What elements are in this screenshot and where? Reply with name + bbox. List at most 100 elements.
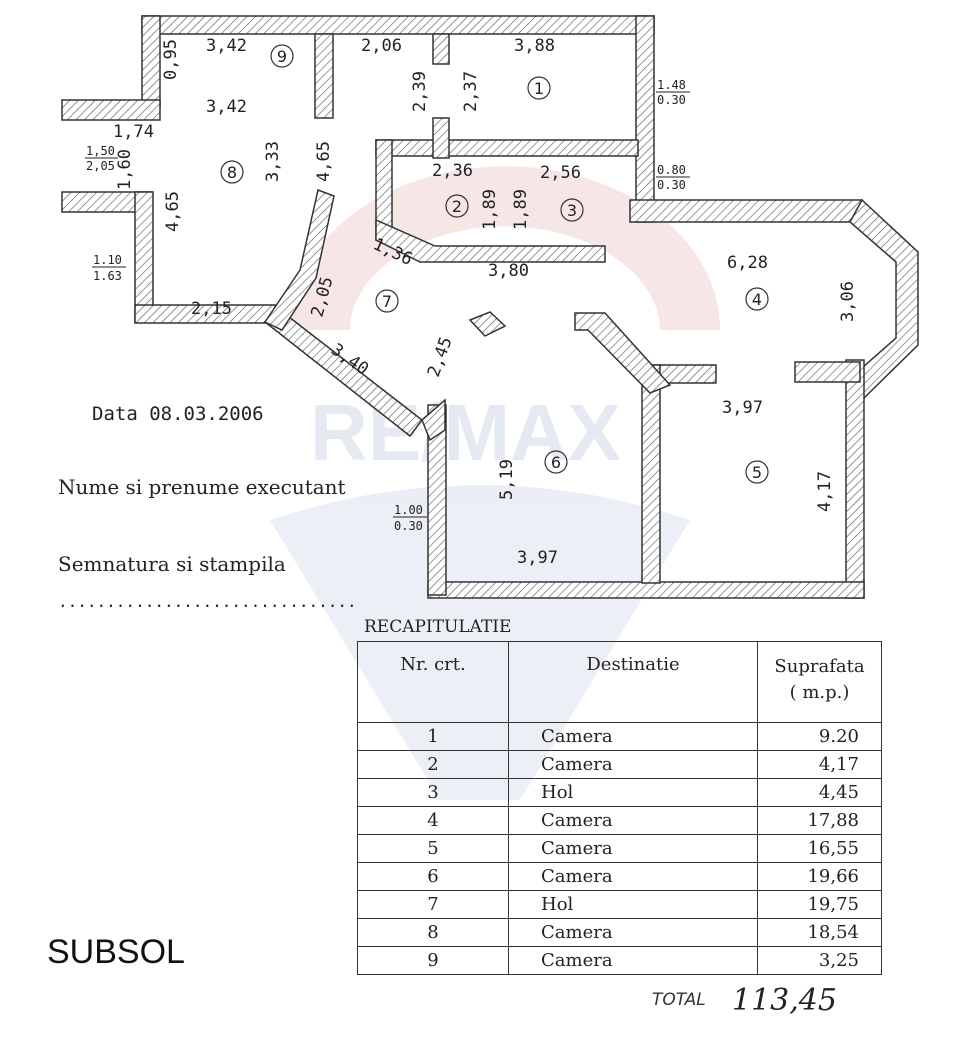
row-nr: 9 xyxy=(357,946,509,975)
svg-text:RE/MAX: RE/MAX xyxy=(310,388,621,477)
row-destination: Camera xyxy=(508,946,758,975)
dim-label: 3,80 xyxy=(488,261,529,281)
header-area: Suprafata ( m.p.) xyxy=(757,641,882,723)
dim-label: 3,42 xyxy=(206,36,247,56)
row-nr: 4 xyxy=(357,806,509,835)
opening-bottom: 2,05 xyxy=(86,159,115,173)
dim-label: 3,42 xyxy=(206,97,247,117)
dim-label: 3,97 xyxy=(722,398,763,418)
row-nr: 8 xyxy=(357,918,509,947)
row-destination: Camera xyxy=(508,750,758,779)
table-header-row: Nr. crt. Destinatie Suprafata ( m.p.) xyxy=(357,641,882,723)
dim-label: 2,36 xyxy=(432,161,473,181)
opening-bottom: 0.30 xyxy=(657,93,686,107)
dim-label: 0,95 xyxy=(161,39,181,80)
row-area: 19,66 xyxy=(757,862,882,891)
row-area: 3,25 xyxy=(757,946,882,975)
row-destination: Hol xyxy=(508,778,758,807)
dim-label: 2,15 xyxy=(191,299,232,319)
header-destination: Destinatie xyxy=(508,641,758,723)
row-nr: 5 xyxy=(357,834,509,863)
opening-top: 1.00 xyxy=(394,503,423,517)
row-area: 17,88 xyxy=(757,806,882,835)
recap-title: RECAPITULATIE xyxy=(364,617,512,637)
signature-line: ............................... xyxy=(58,592,357,611)
dim-label: 1,60 xyxy=(115,149,135,190)
opening-bottom: 0.30 xyxy=(657,178,686,192)
row-destination: Camera xyxy=(508,722,758,751)
room-1-number: 1 xyxy=(534,79,544,98)
dim-label: 1,89 xyxy=(480,189,500,230)
dim-label: 2,56 xyxy=(540,163,581,183)
row-nr: 2 xyxy=(357,750,509,779)
dim-label: 1,74 xyxy=(113,122,154,142)
floor-label: SUBSOL xyxy=(47,933,185,971)
opening-top: 1.48 xyxy=(657,78,686,92)
total-value: 113,45 xyxy=(732,983,837,1018)
room-7-number: 7 xyxy=(382,292,392,311)
room-3-number: 3 xyxy=(567,201,577,220)
dim-label: 5,19 xyxy=(497,459,517,500)
room-4-number: 4 xyxy=(752,290,762,309)
row-destination: Camera xyxy=(508,862,758,891)
dim-label: 4,17 xyxy=(815,471,835,512)
room-6-number: 6 xyxy=(551,453,561,472)
row-area: 4,45 xyxy=(757,778,882,807)
header-area-line2: ( m.p.) xyxy=(789,682,850,703)
header-area-line1: Suprafata xyxy=(774,656,865,677)
signature-label: Semnatura si stampila xyxy=(58,552,286,576)
dim-label: 4,65 xyxy=(163,191,183,232)
dim-label: 3,88 xyxy=(514,36,555,56)
opening-top: 0.80 xyxy=(657,163,686,177)
dim-label: 3,06 xyxy=(838,281,858,322)
dim-label: 2,39 xyxy=(410,71,430,112)
row-area: 9.20 xyxy=(757,722,882,751)
opening-labels: 1.48 0.30 0.80 0.30 1,50 2,05 1.10 1.63 … xyxy=(85,78,690,533)
dim-label: 1,89 xyxy=(511,189,531,230)
row-nr: 6 xyxy=(357,862,509,891)
room-2-number: 2 xyxy=(452,197,462,216)
walls xyxy=(61,15,919,599)
dim-label: 2,37 xyxy=(461,71,481,112)
room-8-number: 8 xyxy=(227,163,237,182)
dim-label: 2,06 xyxy=(361,36,402,56)
opening-top: 1.10 xyxy=(93,253,122,267)
dim-label: 3,33 xyxy=(263,141,283,182)
row-destination: Hol xyxy=(508,890,758,919)
row-area: 16,55 xyxy=(757,834,882,863)
row-area: 4,17 xyxy=(757,750,882,779)
row-destination: Camera xyxy=(508,834,758,863)
row-area: 19,75 xyxy=(757,890,882,919)
room-5-number: 5 xyxy=(752,463,762,482)
opening-bottom: 0.30 xyxy=(394,519,423,533)
row-nr: 1 xyxy=(357,722,509,751)
total-label: TOTAL xyxy=(652,990,706,1010)
room-number-labels: 1 2 3 4 5 6 7 8 9 xyxy=(227,47,762,482)
dim-label: 4,65 xyxy=(314,141,334,182)
row-area: 18,54 xyxy=(757,918,882,947)
dim-label: 2,45 xyxy=(424,334,457,379)
dim-label: 6,28 xyxy=(727,253,768,273)
header-nr: Nr. crt. xyxy=(357,641,509,723)
opening-bottom: 1.63 xyxy=(93,269,122,283)
room-number-markers xyxy=(220,44,769,484)
row-nr: 7 xyxy=(357,890,509,919)
row-destination: Camera xyxy=(508,806,758,835)
date-line: Data 08.03.2006 xyxy=(92,403,264,425)
row-destination: Camera xyxy=(508,918,758,947)
opening-top: 1,50 xyxy=(86,144,115,158)
room-9-number: 9 xyxy=(277,47,287,66)
dim-label: 3,97 xyxy=(517,548,558,568)
executant-label: Nume si prenume executant xyxy=(58,475,346,499)
row-nr: 3 xyxy=(357,778,509,807)
